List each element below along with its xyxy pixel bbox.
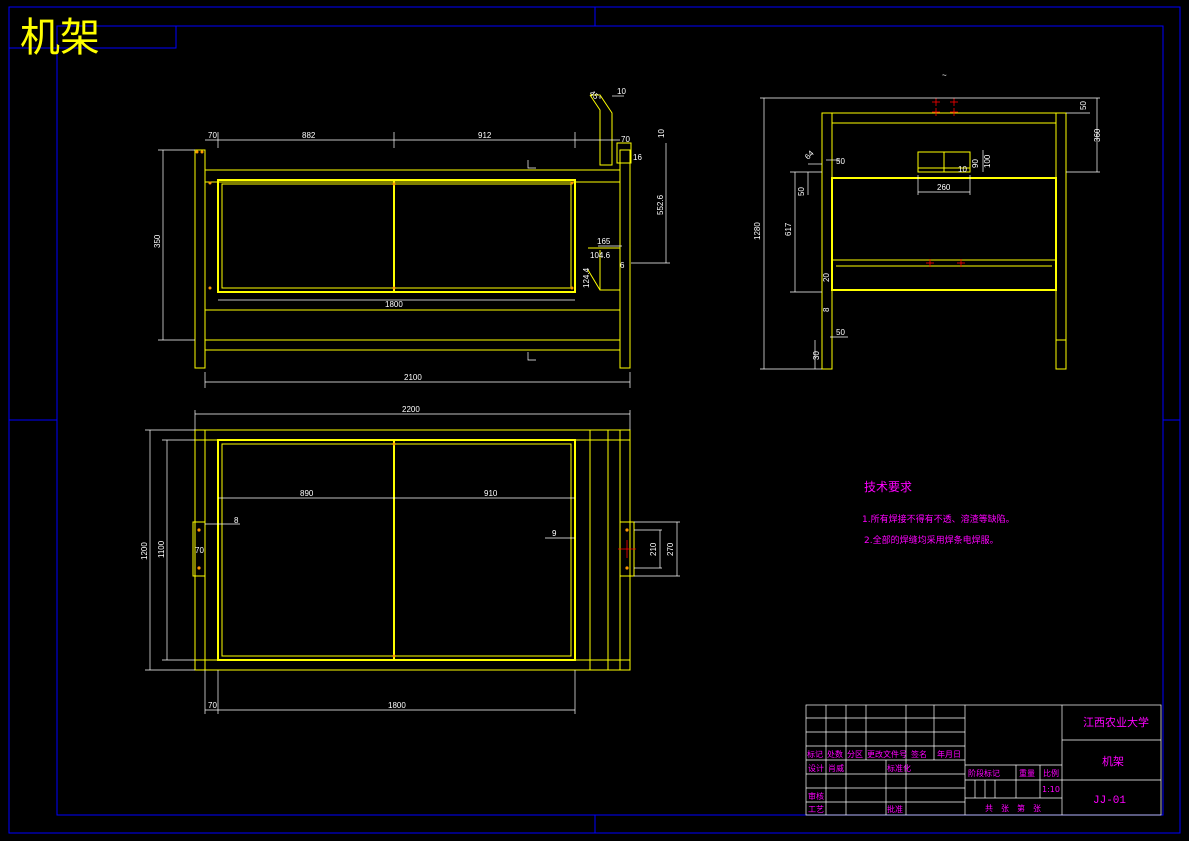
tb-label-sign: 签名: [911, 749, 927, 759]
tb-label-stage: 阶段标记: [968, 768, 1000, 778]
tb-designer-name: 肖威: [828, 763, 844, 773]
dim-side-20: 20: [822, 273, 831, 282]
tb-label-date: 年月日: [937, 749, 961, 759]
front-view: 70 882 912 1800 2100 350 45° 10 70 10 16…: [153, 87, 670, 388]
tb-label-zone: 分区: [847, 750, 863, 759]
dim-front-70: 70: [208, 131, 217, 140]
dim-side-50-w: 50: [836, 157, 845, 166]
dim-front-2100: 2100: [404, 373, 422, 382]
dim-front-350: 350: [153, 234, 162, 248]
tech-requirement-item-1: 1.所有焊接不得有不透、溶渣等缺陷。: [862, 515, 1015, 525]
dim-side-100: 100: [983, 154, 992, 168]
dim-plan-9: 9: [552, 529, 557, 538]
dim-front-6: 6: [620, 261, 625, 270]
dim-plan-1200: 1200: [140, 542, 149, 560]
dim-side-10: 10: [958, 165, 967, 174]
dim-front-70b: 70: [621, 135, 630, 144]
dim-side-top-mark: ~: [942, 71, 947, 80]
tb-label-design: 设计: [808, 763, 824, 773]
tb-label-process: 工艺: [808, 805, 824, 814]
dim-front-882: 882: [302, 131, 316, 140]
tech-requirements-title: 技术要求: [864, 480, 913, 494]
dim-front-104: 104.6: [590, 251, 611, 260]
tb-label-change-doc: 更改文件号: [867, 749, 907, 759]
drawing-title: 机架: [20, 15, 100, 61]
dim-front-1800: 1800: [385, 300, 403, 309]
tb-scale-value: 1:10: [1042, 785, 1060, 794]
dim-front-10b: 10: [657, 129, 666, 138]
tb-label-scale: 比例: [1043, 768, 1059, 778]
dim-plan-890: 890: [300, 489, 314, 498]
dim-front-165: 165: [597, 237, 611, 246]
dim-plan-70b: 70: [208, 701, 217, 710]
dim-front-552: 552.6: [656, 194, 665, 215]
dim-side-50-top: 50: [1079, 101, 1088, 110]
dim-plan-910: 910: [484, 489, 498, 498]
dim-plan-8: 8: [234, 516, 239, 525]
dim-front-16: 16: [633, 153, 642, 162]
tb-label-count: 处数: [827, 749, 843, 759]
dim-side-64: 64: [803, 148, 816, 161]
dim-front-124: 124.4: [582, 267, 591, 288]
dim-side-90: 90: [971, 159, 980, 168]
dim-plan-270: 270: [666, 542, 675, 556]
dim-plan-210: 210: [649, 542, 658, 556]
dim-side-30: 30: [812, 351, 821, 360]
dim-plan-2200: 2200: [402, 405, 420, 414]
dim-plan-1800: 1800: [388, 701, 406, 710]
dim-side-1280: 1280: [753, 222, 762, 240]
side-view: ~ 50 360 64 50 90 100 10 260 50 1280 617…: [753, 71, 1102, 370]
dim-side-617: 617: [784, 222, 793, 236]
tb-label-weight: 重量: [1019, 768, 1035, 778]
tb-label-approve: 批准: [887, 804, 903, 814]
dim-front-10a: 10: [617, 87, 626, 96]
dim-side-260: 260: [937, 183, 951, 192]
drawing-border: [8, 6, 1181, 834]
plan-view: 2200 890 910 1200 1100 70 8 9 210 270 70…: [140, 405, 680, 714]
tb-drawing-number: JJ-01: [1093, 795, 1126, 807]
tb-label-mark: 标记: [807, 749, 823, 759]
tb-label-review: 审核: [808, 791, 824, 801]
dim-side-50-left: 50: [797, 187, 806, 196]
tb-school-name: 江西农业大学: [1083, 715, 1149, 729]
dim-front-912: 912: [478, 131, 492, 140]
tech-requirement-item-2: 2.全部的焊缝均采用焊条电焊服。: [864, 536, 999, 546]
dim-plan-70: 70: [195, 546, 204, 555]
dim-side-50-bottom: 50: [836, 328, 845, 337]
dim-front-45: 45°: [588, 89, 603, 104]
dim-side-8: 8: [822, 307, 831, 312]
title-block: 标记 处数 分区 更改文件号 签名 年月日 设计 肖威 标准化 审核 工艺 批准…: [805, 704, 1162, 816]
dim-plan-1100: 1100: [157, 540, 166, 558]
tb-label-standardization: 标准化: [887, 763, 911, 773]
tb-sheet-text: 共 张 第 张: [985, 803, 1041, 813]
tb-part-name: 机架: [1102, 754, 1124, 768]
dim-side-360: 360: [1093, 128, 1102, 142]
